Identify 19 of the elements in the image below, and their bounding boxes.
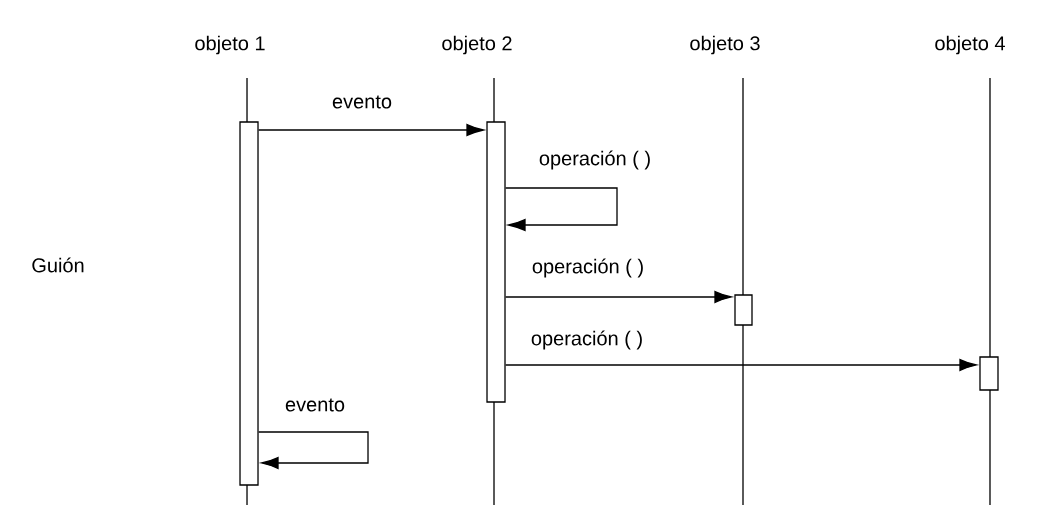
message-arrow (505, 187, 618, 232)
message-arrow (505, 358, 977, 372)
edge-label: evento (284, 397, 347, 413)
message-arrow (505, 290, 732, 304)
object-name: objeto 1 (193, 34, 267, 56)
activation-bar (734, 294, 753, 326)
edge-label: operación ( ) (537, 149, 653, 171)
edge-label: operación ( ) (530, 257, 646, 279)
activation-bar (486, 121, 506, 403)
object-name: objeto 4 (933, 34, 1007, 56)
object-name: objeto 3 (688, 34, 762, 56)
message-arrow (258, 431, 369, 470)
object-name: objeto 2 (440, 34, 514, 56)
diagram-label: Guión (30, 256, 86, 274)
activation-bar (979, 356, 999, 391)
message-arrow (258, 123, 484, 137)
edge-label: operación ( ) (529, 329, 645, 351)
activation-bar (239, 121, 259, 486)
edge-label: evento (331, 94, 394, 110)
